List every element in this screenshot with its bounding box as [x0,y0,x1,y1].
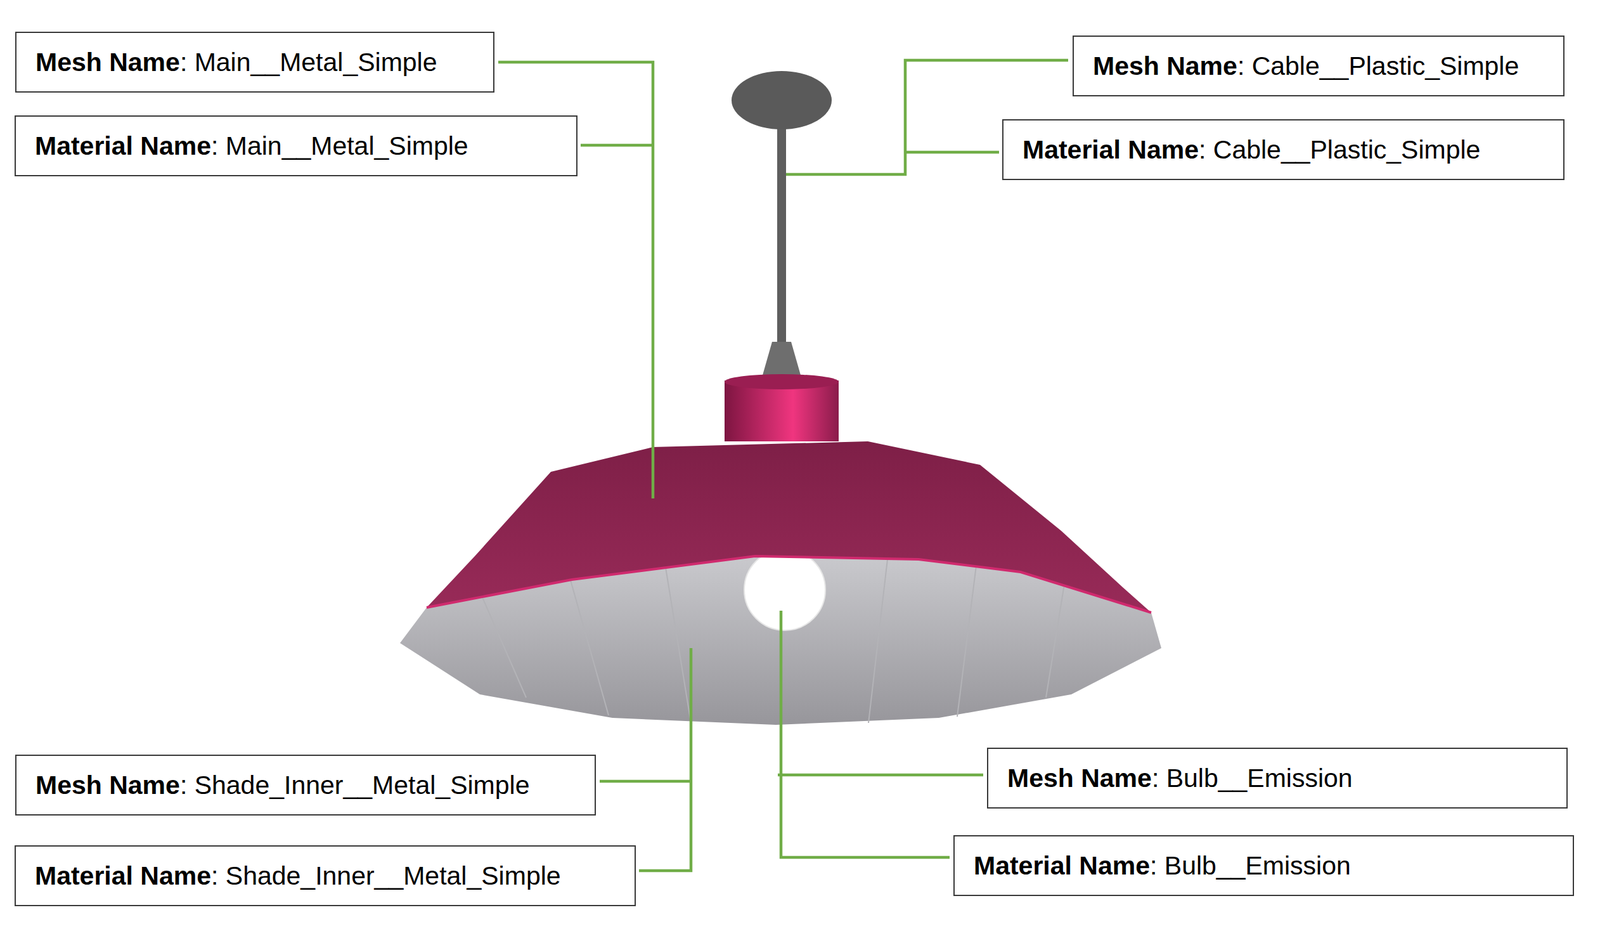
field-value: : Cable__Plastic_Simple [1237,51,1519,82]
field-value: : Bulb__Emission [1151,763,1353,794]
label-box: Material Name: Main__Metal_Simple [14,115,578,177]
label-box: Mesh Name: Cable__Plastic_Simple [1072,35,1565,97]
field-value: : Main__Metal_Simple [211,131,469,162]
canopy [731,70,832,130]
field-name: Mesh Name [35,770,181,800]
field-value: : Shade_Inner__Metal_Simple [211,860,562,891]
leader-lines [498,60,1069,871]
label-box: Material Name: Shade_Inner__Metal_Simple [14,845,636,906]
field-name: Material Name [973,850,1150,881]
field-name: Material Name [34,860,212,891]
field-value: : Cable__Plastic_Simple [1198,135,1481,165]
shade-rim [426,555,1152,613]
field-value: : Main__Metal_Simple [180,47,438,78]
label-box: Material Name: Bulb__Emission [953,834,1575,896]
field-name: Mesh Name [1092,51,1238,82]
field-value: : Bulb__Emission [1149,850,1351,881]
cable [777,107,787,349]
field-name: Material Name [1022,135,1199,165]
field-value: : Shade_Inner__Metal_Simple [180,770,530,800]
field-name: Material Name [34,131,212,162]
field-name: Mesh Name [1007,763,1152,794]
label-box: Mesh Name: Main__Metal_Simple [15,31,495,93]
label-box: Mesh Name: Bulb__Emission [987,747,1568,809]
label-box: Material Name: Cable__Plastic_Simple [1002,119,1565,181]
shade-cap [724,380,839,442]
label-box: Mesh Name: Shade_Inner__Metal_Simple [15,754,596,816]
field-name: Mesh Name [35,47,181,78]
shade-cap-top [724,374,839,390]
bulb [744,548,826,631]
